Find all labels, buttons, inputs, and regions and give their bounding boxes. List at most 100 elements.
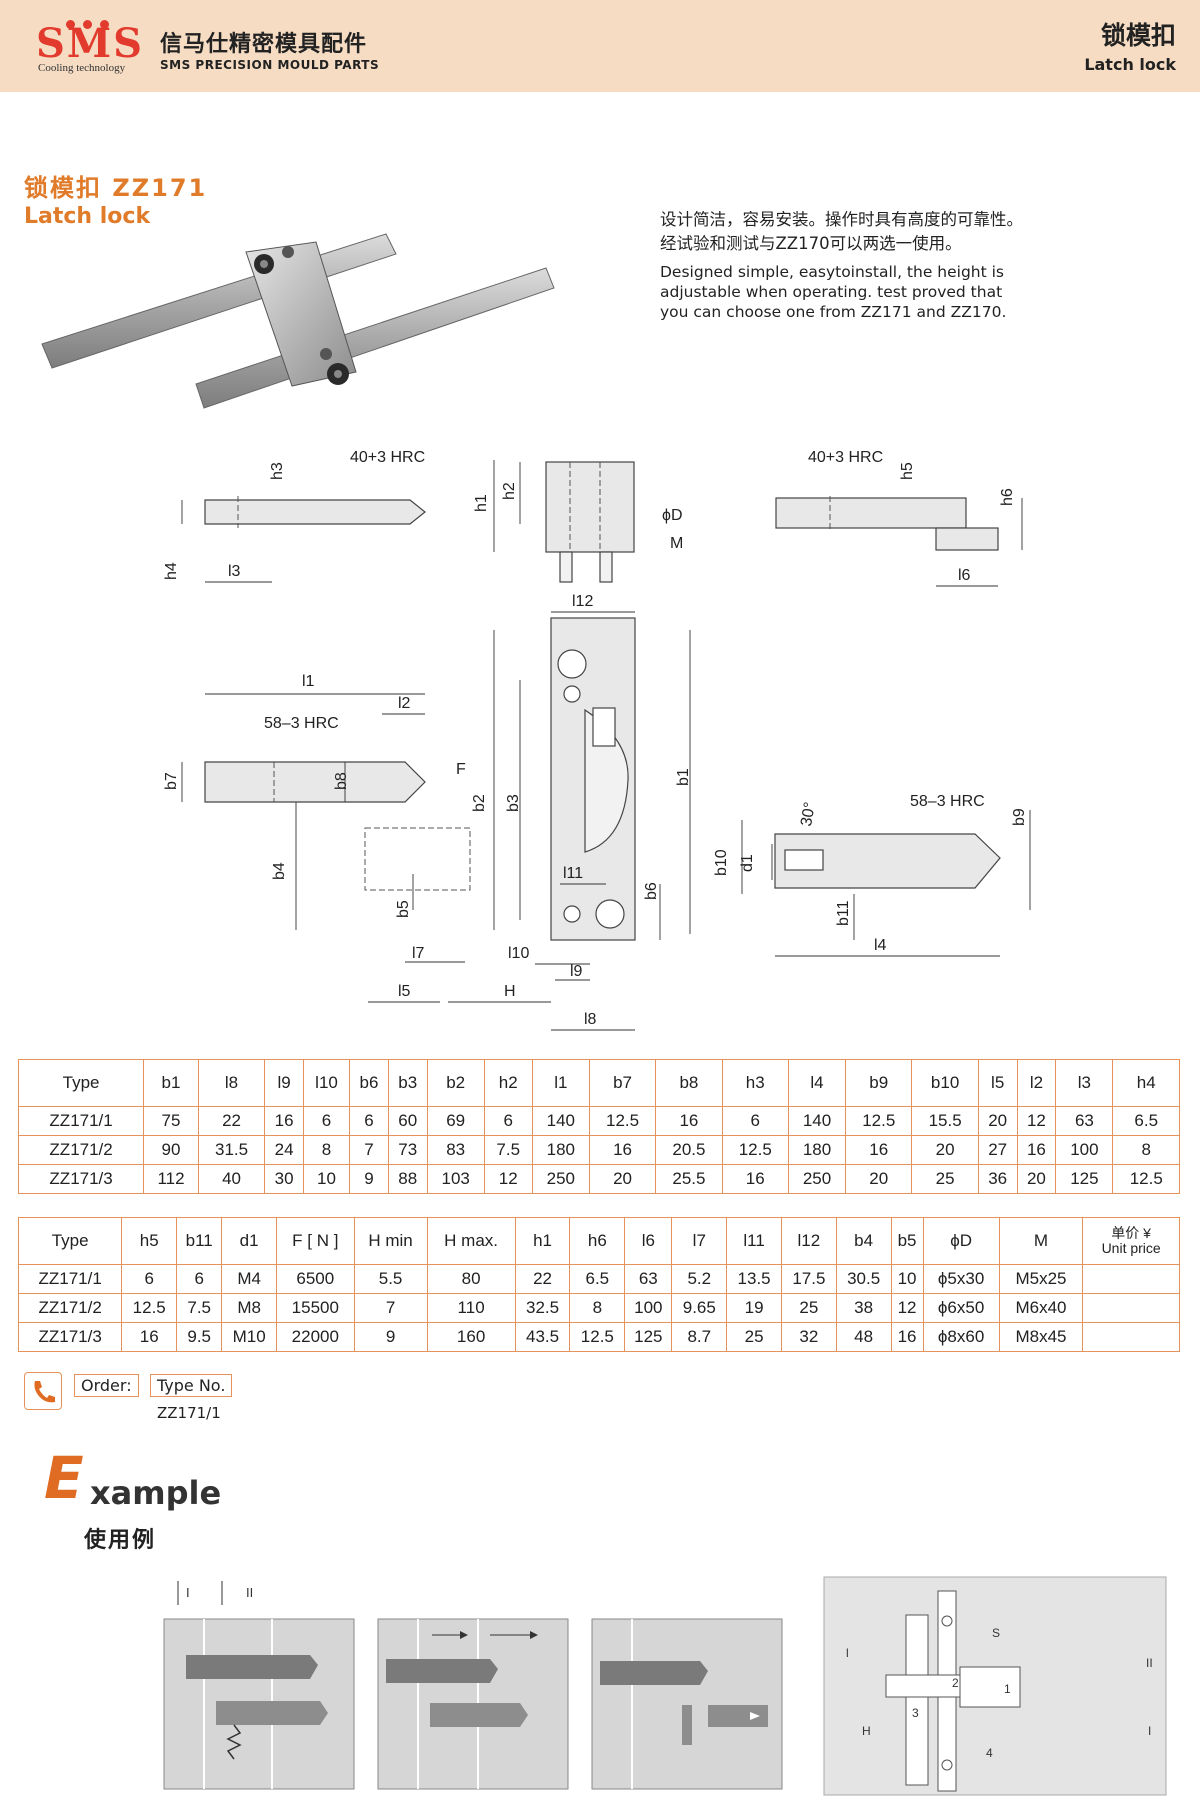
table-cell: 20 xyxy=(911,1135,979,1165)
table-cell: 38 xyxy=(835,1293,892,1323)
table-cell: 100 xyxy=(1055,1135,1114,1165)
table-cell: 6 xyxy=(176,1264,223,1294)
mark-ii: II xyxy=(246,1585,253,1600)
table-cell: 9 xyxy=(353,1322,428,1352)
label-l4: l4 xyxy=(874,937,887,954)
column-header: h2 xyxy=(483,1059,533,1107)
column-header: H max. xyxy=(426,1217,516,1265)
table-cell: 8 xyxy=(1112,1135,1180,1165)
table-cell: ZZ171/2 xyxy=(17,1293,123,1323)
label-b2: b2 xyxy=(471,794,488,812)
column-header: l5 xyxy=(977,1059,1018,1107)
table-cell: 112 xyxy=(143,1164,199,1194)
table-cell: 73 xyxy=(387,1135,428,1165)
table-cell: 40 xyxy=(197,1164,266,1194)
table-cell: 12.5 xyxy=(569,1322,626,1352)
table-cell: 12.5 xyxy=(121,1293,178,1323)
table-cell xyxy=(1082,1264,1180,1294)
table-cell: M8 xyxy=(221,1293,278,1323)
column-header: b6 xyxy=(349,1059,389,1107)
column-header: l12 xyxy=(780,1217,837,1265)
order-type-label: Type No. xyxy=(150,1374,233,1397)
table-cell: 5.5 xyxy=(353,1264,428,1294)
technical-drawing: h3 40+3 HRC h4 l3 h1 h2 ϕD M 40+3 HRC h5… xyxy=(163,449,1031,1031)
product-photo xyxy=(41,233,555,409)
label-b3: b3 xyxy=(505,794,522,812)
label-l3: l3 xyxy=(228,563,241,580)
table-cell: 22000 xyxy=(276,1322,355,1352)
label-l1: l1 xyxy=(302,673,315,690)
table-cell: 12 xyxy=(1016,1106,1057,1136)
table-cell: 6 xyxy=(721,1106,789,1136)
unit-price-en: Unit price xyxy=(1101,1240,1161,1256)
order-label: Order: xyxy=(74,1374,139,1397)
table-cell: 12.5 xyxy=(845,1106,913,1136)
column-header: l8 xyxy=(197,1059,266,1107)
column-header: h1 xyxy=(514,1217,571,1265)
mark-4: 4 xyxy=(986,1746,993,1760)
label-l10: l10 xyxy=(508,945,529,962)
table-cell: 31.5 xyxy=(197,1135,266,1165)
column-header: b8 xyxy=(655,1059,723,1107)
unit-price-header: 单价 ¥Unit price xyxy=(1082,1217,1180,1265)
table-cell: 16 xyxy=(1016,1135,1057,1165)
label-hrc-1: 40+3 HRC xyxy=(350,449,425,466)
category-title-cn: 锁模扣 xyxy=(1100,21,1176,50)
label-l8: l8 xyxy=(584,1011,597,1028)
label-b1: b1 xyxy=(675,768,692,786)
label-l6: l6 xyxy=(958,567,971,584)
logo-subtitle: Cooling technology xyxy=(38,62,126,74)
example-step-3 xyxy=(591,1618,783,1790)
column-header: F [ N ] xyxy=(276,1217,355,1265)
table-cell: 24 xyxy=(264,1135,304,1165)
table-cell: 9.5 xyxy=(176,1322,223,1352)
product-description: 设计简洁，容易安装。操作时具有高度的可靠性。 经试验和测试与ZZ170可以两选一… xyxy=(660,208,1180,322)
page-header: SMS Cooling technology 信马仕精密模具配件 SMS PRE… xyxy=(0,0,1200,92)
table-cell: 9.65 xyxy=(671,1293,728,1323)
column-header: l11 xyxy=(726,1217,782,1265)
label-b6: b6 xyxy=(643,882,660,900)
mark-1: 1 xyxy=(1004,1682,1011,1696)
label-l7: l7 xyxy=(412,945,425,962)
table-cell: 25 xyxy=(780,1293,837,1323)
mark-l: l xyxy=(846,1646,849,1660)
mark-s: S xyxy=(992,1626,1000,1640)
label-h1: h1 xyxy=(473,494,490,512)
label-b4: b4 xyxy=(271,862,288,880)
table-cell: ϕ8x60 xyxy=(922,1322,1000,1352)
label-h2: h2 xyxy=(501,482,518,500)
column-header: b3 xyxy=(387,1059,428,1107)
table-cell xyxy=(1082,1293,1180,1323)
mark-2: 2 xyxy=(952,1676,959,1690)
table-cell: 48 xyxy=(835,1322,892,1352)
table-cell: 8.7 xyxy=(671,1322,728,1352)
label-b7: b7 xyxy=(163,772,180,790)
example-diagrams: I II l S H 1 2 3 4 II I xyxy=(163,1576,1167,1796)
table-cell: 63 xyxy=(624,1264,673,1294)
label-b8: b8 xyxy=(333,772,350,790)
table-cell: 6.5 xyxy=(569,1264,626,1294)
column-header: Type xyxy=(17,1217,123,1265)
table-cell: 32 xyxy=(780,1322,837,1352)
table-cell: 110 xyxy=(426,1293,516,1323)
column-header: l6 xyxy=(624,1217,673,1265)
label-hrc-3: 58–3 HRC xyxy=(264,715,339,732)
table-cell: 8 xyxy=(569,1293,626,1323)
table-cell: M5x25 xyxy=(998,1264,1084,1294)
table-cell: 7 xyxy=(353,1293,428,1323)
table-cell: M8x45 xyxy=(998,1322,1084,1352)
example-big-letter: E xyxy=(44,1444,84,1512)
column-header: h4 xyxy=(1112,1059,1180,1107)
table-cell: 12 xyxy=(890,1293,924,1323)
table-cell: 19 xyxy=(726,1293,782,1323)
table-cell: 20 xyxy=(977,1106,1018,1136)
column-header: l9 xyxy=(264,1059,304,1107)
table-cell: 180 xyxy=(787,1135,847,1165)
column-header: M xyxy=(998,1217,1084,1265)
label-d1: d1 xyxy=(739,854,756,872)
